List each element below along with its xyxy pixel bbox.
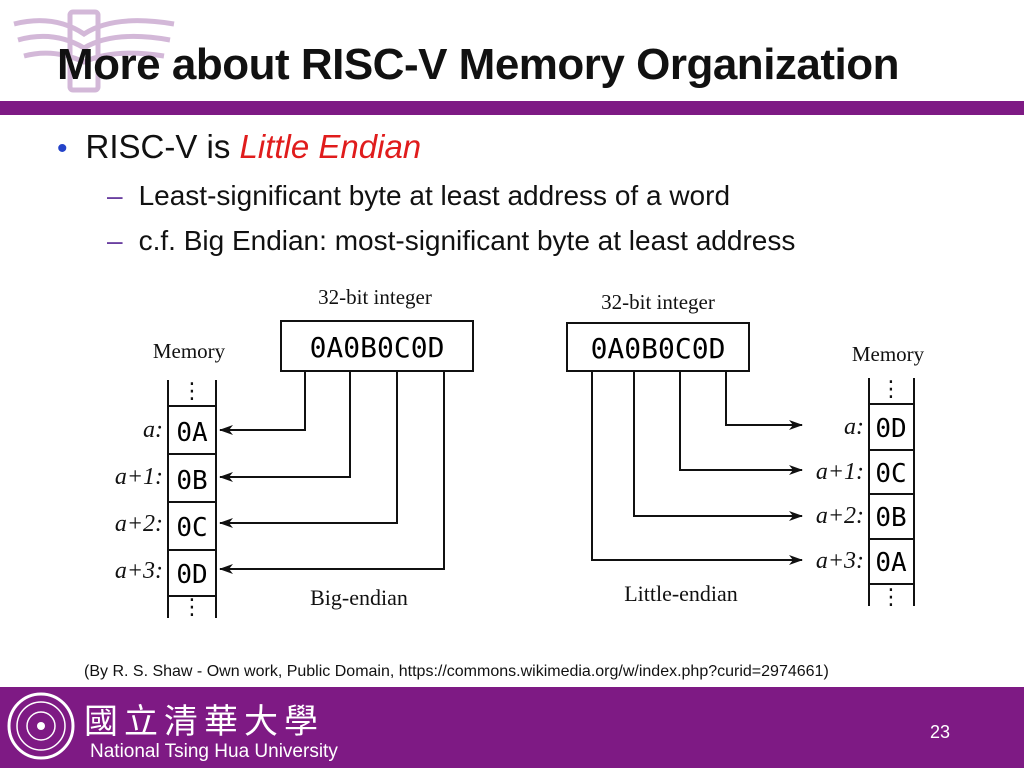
address-label: a: — [143, 417, 163, 443]
big-endian-diagram: 32-bit integer 0A0B0C0D Memory ⋮ ⋮ 0A 0B… — [115, 285, 474, 619]
image-credit: (By R. S. Shaw - Own work, Public Domain… — [84, 663, 829, 680]
integer-box — [566, 322, 750, 372]
mapping-arrow — [219, 371, 398, 528]
address-label: a: — [844, 414, 864, 440]
bullet-prefix: RISC-V is — [85, 128, 240, 165]
mapping-arrow — [219, 371, 351, 482]
address-label: a+1: — [115, 464, 163, 490]
title-underline-bar — [0, 101, 1024, 115]
mapping-arrow — [679, 371, 803, 475]
mapping-arrow — [219, 371, 445, 574]
ellipsis-icon: ⋮ — [181, 594, 203, 619]
diagram-caption: Big-endian — [310, 585, 408, 610]
address-label: a+3: — [816, 548, 864, 574]
address-label: a+3: — [115, 558, 163, 584]
bullet-item: • RISC-V is Little Endian — [57, 128, 421, 166]
memory-byte: 0A — [176, 418, 208, 448]
memory-byte: 0B — [176, 466, 207, 496]
integer-label: 32-bit integer — [601, 290, 715, 314]
mapping-arrow — [591, 371, 803, 565]
slide-title: More about RISC-V Memory Organization — [57, 40, 900, 89]
ellipsis-icon: ⋮ — [181, 378, 203, 403]
address-label: a+1: — [816, 459, 864, 485]
bullet-dot-icon: • — [57, 132, 68, 165]
little-endian-diagram: 32-bit integer 0A0B0C0D Memory ⋮ ⋮ 0D 0C… — [566, 290, 925, 609]
endianness-diagram: 32-bit integer 0A0B0C0D Memory ⋮ ⋮ 0A 0B… — [115, 285, 925, 619]
mapping-arrow — [633, 371, 803, 521]
memory-label: Memory — [852, 342, 925, 366]
memory-label: Memory — [153, 339, 226, 363]
memory-byte: 0A — [875, 548, 907, 578]
diagram-caption: Little-endian — [624, 581, 738, 606]
dash-icon: – — [107, 225, 123, 256]
memory-byte: 0C — [176, 513, 207, 543]
sub-bullet-text: c.f. Big Endian: most-significant byte a… — [138, 225, 796, 256]
sub-bullet-text: Least-significant byte at least address … — [138, 180, 731, 211]
bullet-emphasis: Little Endian — [239, 128, 422, 165]
memory-byte: 0C — [875, 459, 906, 489]
integer-box — [280, 320, 474, 372]
mapping-arrow — [219, 371, 306, 435]
dash-icon: – — [107, 180, 123, 211]
page-number: 23 — [930, 722, 951, 742]
integer-label: 32-bit integer — [318, 285, 432, 309]
integer-value: 0A0B0C0D — [591, 332, 726, 365]
nthu-logo-icon — [13, 9, 175, 93]
memory-byte: 0B — [875, 503, 906, 533]
sub-bullet-item: –Least-significant byte at least address… — [107, 180, 730, 212]
university-seal-icon — [7, 692, 75, 760]
mapping-arrow — [725, 371, 803, 430]
address-label: a+2: — [115, 511, 163, 537]
ellipsis-icon: ⋮ — [880, 584, 902, 609]
memory-byte: 0D — [875, 414, 906, 444]
sub-bullet-item: –c.f. Big Endian: most-significant byte … — [107, 225, 795, 257]
university-name-chinese: 國立清華大學 — [84, 702, 324, 742]
memory-byte: 0D — [176, 560, 207, 590]
ellipsis-icon: ⋮ — [880, 376, 902, 401]
footer-bar — [0, 687, 1024, 768]
address-label: a+2: — [816, 503, 864, 529]
integer-value: 0A0B0C0D — [310, 331, 445, 364]
university-name-english: National Tsing Hua University — [90, 741, 338, 762]
